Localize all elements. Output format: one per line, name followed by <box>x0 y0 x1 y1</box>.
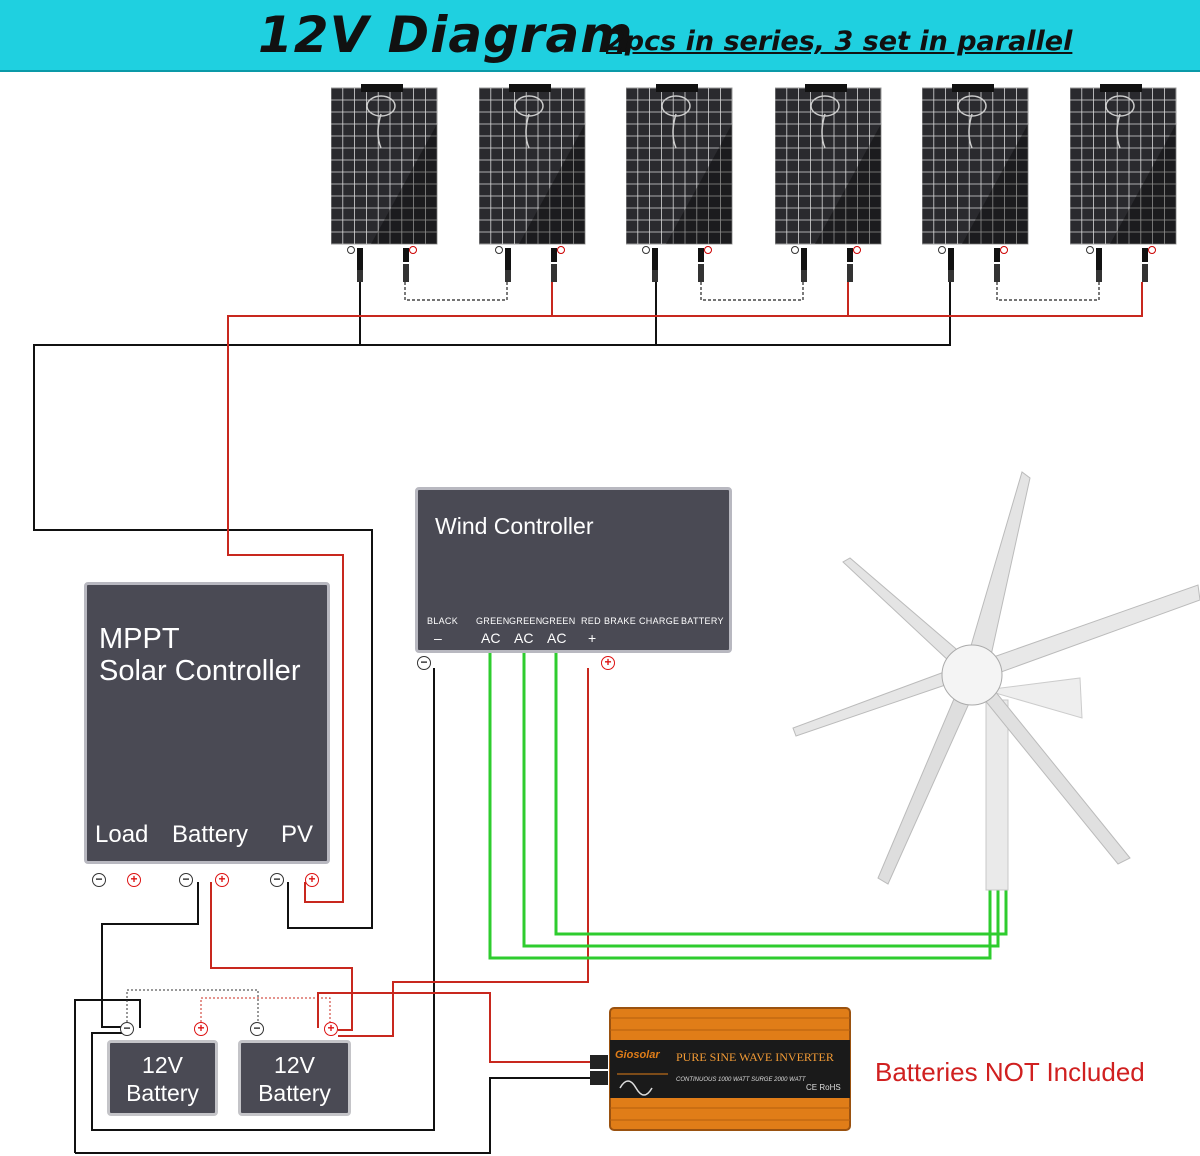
positive-wires <box>210 282 1143 1063</box>
mppt-solar-controller: MPPT Solar Controller Load Battery PV <box>84 582 330 864</box>
pv-positive-terminal: + <box>305 873 319 887</box>
battery-2-voltage: 12V <box>274 1052 315 1078</box>
solar-panel-6 <box>1070 84 1177 282</box>
wind-controller: Wind Controller BLACK GREEN GREEN GREEN … <box>415 487 732 653</box>
ac-wires <box>488 652 1008 960</box>
pin-charge-label: CHARGE <box>639 616 680 626</box>
pv-negative-terminal: − <box>270 873 284 887</box>
mppt-pv-label: PV <box>281 821 314 848</box>
pin-green2-label: GREEN <box>509 616 543 626</box>
header-banner: 12V Diagram 2pcs in series, 3 set in par… <box>0 0 1200 72</box>
mppt-battery-label: Battery <box>172 821 249 848</box>
pin-ac1-symbol: AC <box>481 630 501 646</box>
pin-battery-label: BATTERY <box>681 616 724 626</box>
battery-1-voltage: 12V <box>142 1052 183 1078</box>
wind-positive-terminal: + <box>601 656 615 670</box>
mppt-title-line1: MPPT <box>99 623 180 655</box>
battery-1-label: Battery <box>126 1080 199 1106</box>
solar-panel-2 <box>479 84 586 282</box>
pin-red-symbol: + <box>588 630 597 646</box>
battery-positive-terminal: + <box>215 873 229 887</box>
solar-panel-1 <box>331 84 438 282</box>
battery-1-positive-terminal: + <box>194 1022 208 1036</box>
load-positive-terminal: + <box>127 873 141 887</box>
battery-series-jumpers <box>126 989 331 1022</box>
load-negative-terminal: − <box>92 873 106 887</box>
solar-panel-3 <box>626 84 733 282</box>
battery-2-positive-terminal: + <box>324 1022 338 1036</box>
diagram-title: 12V Diagram <box>258 6 634 64</box>
batteries-notice: Batteries NOT Included <box>875 1057 1145 1087</box>
inverter-title: PURE SINE WAVE INVERTER <box>676 1050 834 1064</box>
mppt-title-line2: Solar Controller <box>99 655 301 687</box>
pin-brake-label: BRAKE <box>604 616 637 626</box>
pin-ac2-symbol: AC <box>514 630 534 646</box>
battery-2: 12V Battery <box>238 1040 351 1116</box>
mppt-load-label: Load <box>95 821 149 848</box>
inverter-spec: CONTINUOUS 1000 WATT SURGE 2000 WATT <box>676 1077 806 1083</box>
pin-green1-label: GREEN <box>476 616 510 626</box>
solar-panel-5 <box>922 84 1029 282</box>
pin-green3-label: GREEN <box>542 616 576 626</box>
pin-red-label: RED <box>581 616 601 626</box>
inverter-brand: Giosolar <box>615 1049 660 1061</box>
wind-turbine <box>792 471 1200 891</box>
negative-wires <box>33 282 951 1154</box>
pin-ac3-symbol: AC <box>547 630 567 646</box>
pin-black-label: BLACK <box>427 616 459 626</box>
battery-1: 12V Battery <box>107 1040 218 1116</box>
wind-controller-title: Wind Controller <box>435 513 594 539</box>
inverter-marks: CE RoHS <box>806 1083 841 1092</box>
battery-1-negative-terminal: − <box>120 1022 134 1036</box>
diagram-subtitle: 2pcs in series, 3 set in parallel <box>606 26 1073 57</box>
wind-negative-terminal: − <box>417 656 431 670</box>
solar-panel-4 <box>775 84 882 282</box>
battery-negative-terminal: − <box>179 873 193 887</box>
battery-2-negative-terminal: − <box>250 1022 264 1036</box>
battery-2-label: Battery <box>258 1080 331 1106</box>
pin-black-symbol: – <box>434 630 442 646</box>
power-inverter <box>590 1007 851 1131</box>
